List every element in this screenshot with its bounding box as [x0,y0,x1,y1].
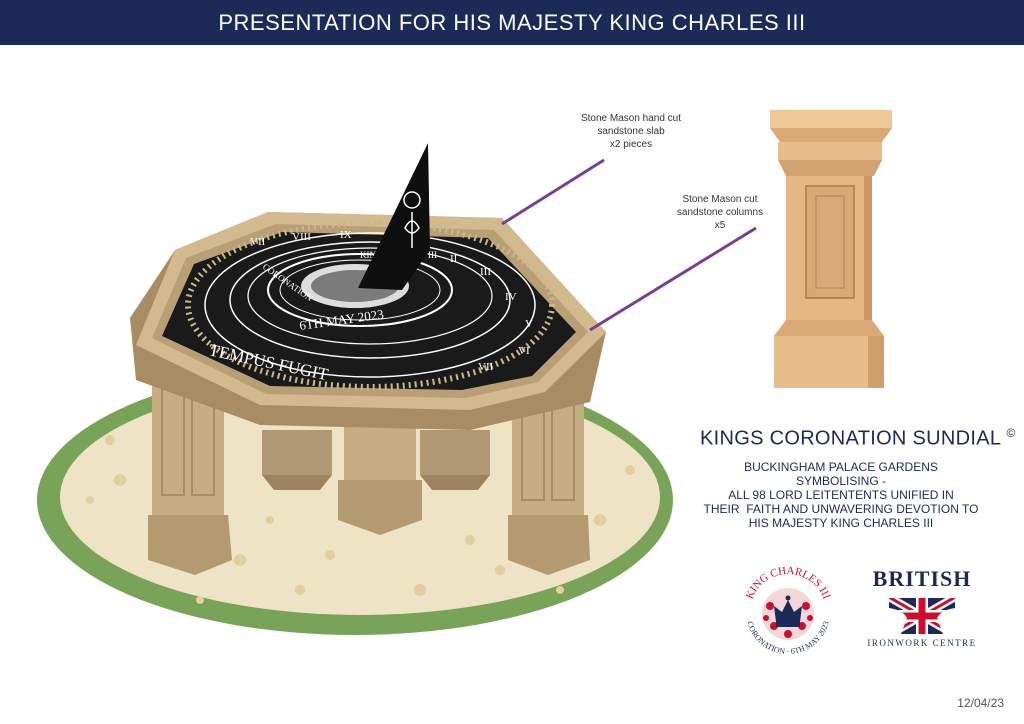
back-leg-right [420,430,490,475]
description-line: SYMBOLISING - [795,474,887,488]
svg-text:VII: VII [478,361,494,373]
svg-text:VIII: VIII [292,231,311,243]
page-header: PRESENTATION FOR HIS MAJESTY KING CHARLE… [0,0,1024,45]
callout-line-slab [501,158,605,226]
callout-slab: Stone Mason hand cut sandstone slab x2 p… [556,112,706,151]
callout-slab-line: Stone Mason hand cut [580,113,682,124]
description-line: HIS MAJESTY KING CHARLES III [748,516,934,530]
callout-line-columns [589,226,757,332]
logo-brand-top: BRITISH [872,566,972,591]
union-jack-anvil-icon [889,598,955,634]
sandstone-column [770,110,892,388]
coronation-emblem: KING CHARLES III CORONATION · 6TH MAY 20… [738,562,838,662]
product-title: KINGS CORONATION SUNDIAL © [700,426,1020,451]
product-description: BUCKINGHAM PALACE GARDENS SYMBOLISING - … [686,460,996,530]
logo-brand-bottom: IRONWORK CENTRE [867,638,977,648]
callout-columns-line: Stone Mason cut [682,194,758,205]
product-title-text: KINGS CORONATION SUNDIAL [700,427,1001,450]
callout-slab-line: sandstone slab [597,126,665,137]
svg-text:IV: IV [505,291,517,303]
description-line: ALL 98 LORD LEITENTENTS UNIFIED IN [728,488,954,502]
callout-columns: Stone Mason cut sandstone columns x5 [660,193,780,232]
svg-text:VI: VI [518,345,530,357]
svg-text:III: III [480,266,491,278]
british-ironwork-logo: BRITISH IRONWORK CENTRE [852,566,992,648]
svg-text:IX: IX [340,229,352,241]
callout-columns-line: x5 [714,220,726,231]
description-line: BUCKINGHAM PALACE GARDENS [744,460,938,474]
page-title: PRESENTATION FOR HIS MAJESTY KING CHARLE… [218,9,806,35]
svg-text:II: II [450,253,458,265]
copyright-mark: © [1006,426,1016,440]
document-date: 12/04/23 [957,696,1004,710]
svg-text:V: V [525,318,533,330]
svg-text:VII: VII [250,236,266,248]
front-leg-center [338,410,422,535]
gnomon [358,143,430,290]
description-line: THEIR FAITH AND UNWAVERING DEVOTION TO [703,502,979,516]
crown-icon [774,595,802,627]
back-leg-left [262,430,332,475]
callout-columns-line: sandstone columns [676,207,764,218]
callout-slab-line: x2 pieces [609,139,653,150]
